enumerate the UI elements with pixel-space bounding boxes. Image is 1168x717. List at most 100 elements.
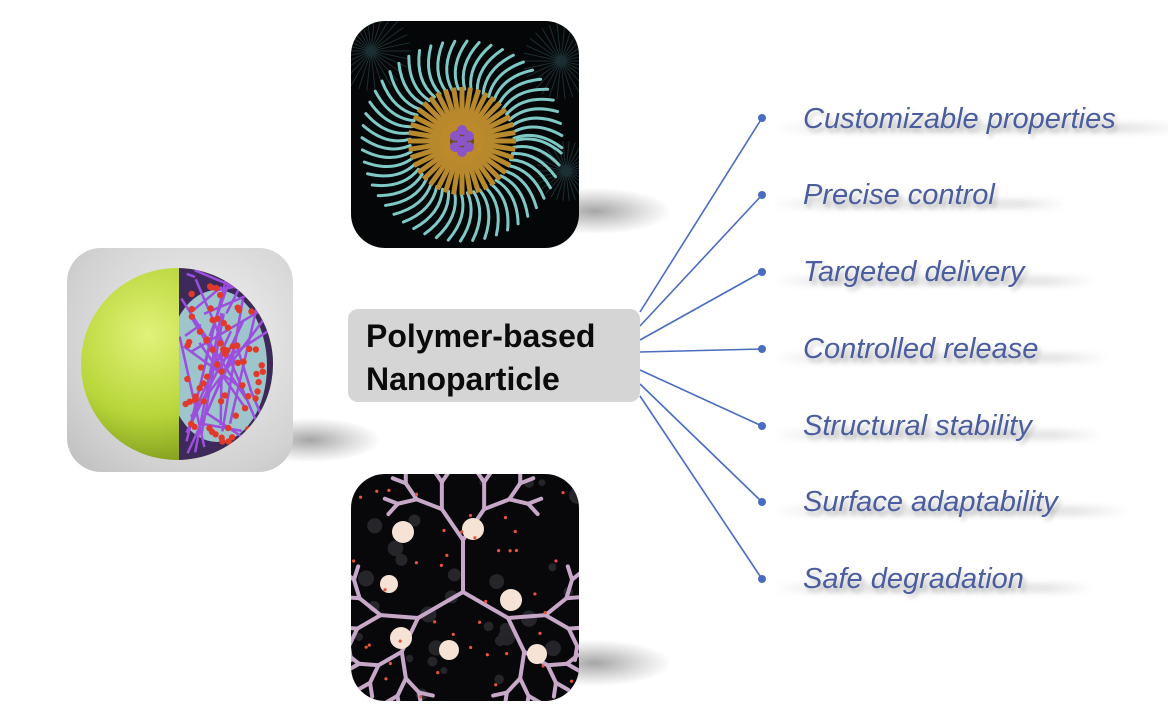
lipid-tail [362, 156, 415, 168]
background-micelle [370, 34, 408, 52]
background-micelle [565, 170, 579, 175]
lipid-tail [370, 167, 420, 188]
background-micelle [565, 170, 579, 195]
background-micelle [526, 60, 562, 77]
speck [469, 645, 473, 650]
lipid-tail [376, 172, 424, 198]
speck [533, 592, 537, 596]
background-micelle [370, 50, 411, 60]
dendrimer-branch [543, 596, 569, 618]
background-micelle [351, 35, 372, 52]
drug-particle [203, 336, 211, 343]
property-label: Precise control [803, 179, 995, 211]
dendrimer-branch [351, 626, 360, 647]
background-micelle [565, 170, 576, 200]
dendrimer-branch [395, 497, 419, 506]
background-micelle [370, 21, 389, 52]
drug-particle [196, 328, 204, 335]
drug-particle [232, 412, 240, 419]
speck [414, 492, 419, 496]
bullet-dot [758, 191, 766, 199]
lipid-tail [487, 60, 525, 98]
drug-molecule [450, 142, 460, 152]
background-micelle [541, 170, 567, 190]
drug-molecule [464, 142, 474, 152]
drug-particle [186, 398, 194, 405]
drug-particle [224, 424, 232, 432]
background-blob [440, 667, 448, 675]
dendrimer-branch [518, 676, 531, 698]
central-concept-line-1: Polymer-based [366, 318, 596, 354]
background-micelle [556, 23, 562, 62]
drug-particle [235, 306, 243, 314]
dendrimer-branch [351, 564, 361, 582]
lipid-tail [417, 48, 436, 99]
lipid-tail [510, 152, 557, 179]
drug-particle [213, 361, 221, 368]
lipid-tail [510, 116, 562, 128]
label-shadow [773, 123, 1168, 133]
lipid-tail [446, 191, 465, 242]
drug-particle [252, 431, 260, 438]
dendrimer-branch [395, 676, 408, 698]
background-blob [494, 635, 506, 647]
lipid-tail [512, 137, 563, 155]
lipid-tail [458, 191, 473, 243]
lipid-tail [503, 169, 538, 210]
speck [473, 536, 477, 540]
speck [514, 548, 519, 553]
lipid-tail [497, 77, 543, 106]
background-micelle [370, 50, 404, 75]
background-micelle [541, 152, 567, 172]
dendrimer-branch [507, 481, 523, 502]
speck [569, 679, 574, 683]
dendrimer-branch [351, 654, 362, 666]
speck [451, 632, 455, 637]
background-micelle [560, 23, 566, 62]
lipid-tail [384, 177, 429, 207]
drug-particle [207, 305, 214, 312]
speck [485, 653, 489, 657]
dendrimer-branch [439, 507, 465, 542]
background-blob [367, 518, 383, 534]
dendrimer-branch [368, 663, 381, 685]
speck [494, 683, 498, 687]
lipid-tail [401, 184, 439, 224]
background-micelle [360, 21, 372, 52]
drug-particle [244, 426, 252, 433]
lipid-tail [501, 87, 550, 111]
drug-particle [254, 388, 261, 395]
speck [388, 661, 392, 666]
nanosphere-image [67, 248, 293, 472]
drug-particle [218, 368, 225, 375]
background-micelle [562, 141, 567, 172]
background-blob [408, 514, 421, 527]
lipid-tail [494, 178, 520, 226]
property-item: Precise control [773, 177, 1065, 213]
drug-molecule [464, 131, 474, 141]
dendrimer-branch [417, 690, 423, 701]
background-micelle [370, 50, 408, 68]
lipid-tail [481, 53, 515, 95]
drug-particle [213, 284, 220, 292]
dendrimer-branch [564, 577, 575, 601]
polymer-strand [184, 323, 202, 337]
background-micelle [523, 60, 562, 70]
drug-particle [188, 290, 195, 298]
background-micelle [351, 50, 372, 61]
bullet-dot [758, 345, 766, 353]
background-blob [498, 628, 516, 646]
bullet-dot [758, 422, 766, 430]
background-blob [427, 656, 438, 667]
background-micelle [565, 155, 579, 172]
background-micelle [565, 147, 579, 172]
dendrimer-branch [395, 693, 401, 701]
background-micelle [358, 50, 372, 90]
background-micelle [550, 144, 567, 172]
lipid-tail [492, 68, 535, 102]
property-item: Controlled release [773, 331, 1109, 367]
speck [419, 695, 423, 699]
background-micelle [560, 60, 566, 99]
speck [554, 559, 558, 563]
